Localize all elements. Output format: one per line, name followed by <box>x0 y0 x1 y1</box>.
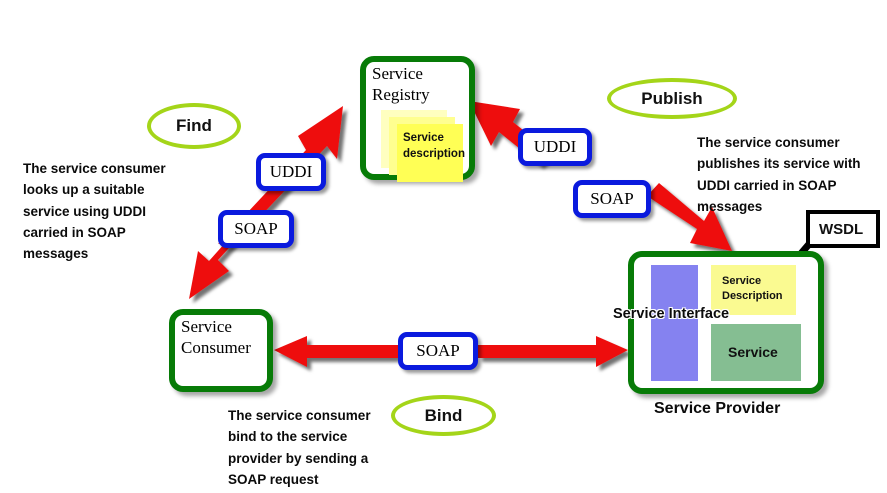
badge-publish-uddi[interactable]: UDDI <box>518 128 592 166</box>
description-find: The service consumer looks up a suitable… <box>23 161 166 262</box>
caption-bind[interactable]: Bind <box>391 395 496 436</box>
registry-note-label: Service description <box>403 132 465 160</box>
arrow-find-down <box>189 212 262 299</box>
arrow-find-up <box>218 106 343 244</box>
service-label: Service <box>728 344 778 360</box>
description-publish: The service consumer publishes its servi… <box>697 135 861 214</box>
service-description-label: Service Description <box>722 275 783 302</box>
service-interface-bar <box>651 265 698 381</box>
description-bind: The service consumer bind to the service… <box>228 408 371 487</box>
caption-find[interactable]: Find <box>147 103 241 149</box>
service-provider-caption: Service Provider <box>654 400 781 417</box>
service-consumer-title: Service Consumer <box>181 317 251 357</box>
arrow-bind-right <box>478 336 628 367</box>
service-consumer-box[interactable] <box>169 309 273 392</box>
service-description-box <box>711 265 796 315</box>
service-registry-title: Service Registry <box>372 64 430 104</box>
registry-note-front <box>397 124 463 182</box>
badge-find-soap[interactable]: SOAP <box>218 210 294 248</box>
service-interface-label: Service Interface <box>613 306 730 322</box>
badge-bind-soap[interactable]: SOAP <box>398 332 478 370</box>
badge-find-uddi[interactable]: UDDI <box>256 153 326 191</box>
arrow-bind-left <box>274 336 398 367</box>
caption-publish[interactable]: Publish <box>607 78 737 119</box>
service-box <box>711 324 801 381</box>
arrow-publish-down <box>647 183 732 251</box>
wsdl-callout[interactable]: WSDL <box>806 210 880 248</box>
badge-publish-soap[interactable]: SOAP <box>573 180 651 218</box>
